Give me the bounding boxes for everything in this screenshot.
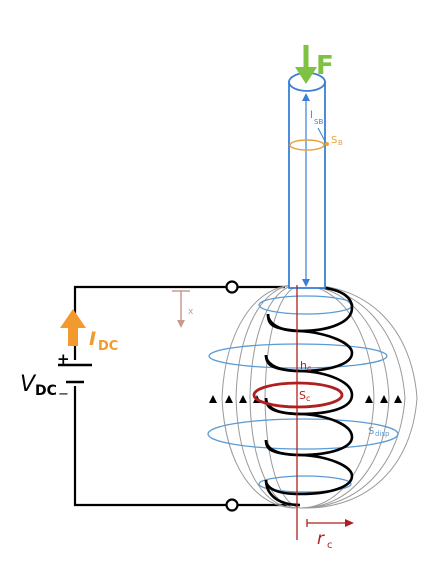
coil-radius-subscript: c <box>327 540 333 551</box>
current-label: I <box>89 328 96 350</box>
battery-plus-label: + <box>57 350 70 368</box>
field-lines <box>221 284 418 509</box>
triangle-up-icon <box>394 395 402 403</box>
circuit-wires <box>73 285 290 507</box>
coil-section-ring <box>252 381 344 409</box>
bar-section-label: S <box>331 135 337 146</box>
terminal-top-icon <box>225 280 239 294</box>
voltage-label: V <box>20 372 37 397</box>
terminal-bottom-icon <box>225 498 239 512</box>
coil-radius-label: r <box>317 529 325 549</box>
triangle-up-icon <box>225 395 233 403</box>
coil-section-subscript: c <box>306 394 310 403</box>
coil-radius-arrow-icon <box>306 519 354 527</box>
current-arrow-icon <box>60 309 86 346</box>
battery-icon <box>58 363 92 384</box>
bar-length-subscript: SB <box>314 118 323 126</box>
displacement-arrow-icon <box>172 290 190 328</box>
bar-section-dot <box>325 142 329 146</box>
coil-windings <box>264 285 354 507</box>
bar-section-pointer <box>317 127 327 144</box>
battery-minus-label: − <box>58 387 69 402</box>
plunger-bar <box>288 72 326 289</box>
bar-section-subscript: B <box>338 139 343 147</box>
force-arrow-icon <box>295 45 317 84</box>
force-label: F <box>316 51 334 81</box>
voltage-subscript: DC <box>35 383 57 399</box>
coil-section-label: S <box>299 389 306 402</box>
triangle-up-icon <box>239 395 247 403</box>
dispersion-section-label: S <box>368 426 374 437</box>
bar-section-ring <box>289 139 325 151</box>
current-subscript: DC <box>98 339 118 354</box>
bar-length-label: l <box>310 110 313 121</box>
coil-height-subscript: c <box>307 364 311 373</box>
triangle-up-icon <box>365 395 373 403</box>
coil-height-label: h <box>300 359 307 372</box>
triangle-up-icon <box>209 395 217 403</box>
dispersion-section-subscript: disp <box>375 430 390 438</box>
displacement-label: x <box>188 307 194 317</box>
triangle-up-icon <box>380 395 388 403</box>
